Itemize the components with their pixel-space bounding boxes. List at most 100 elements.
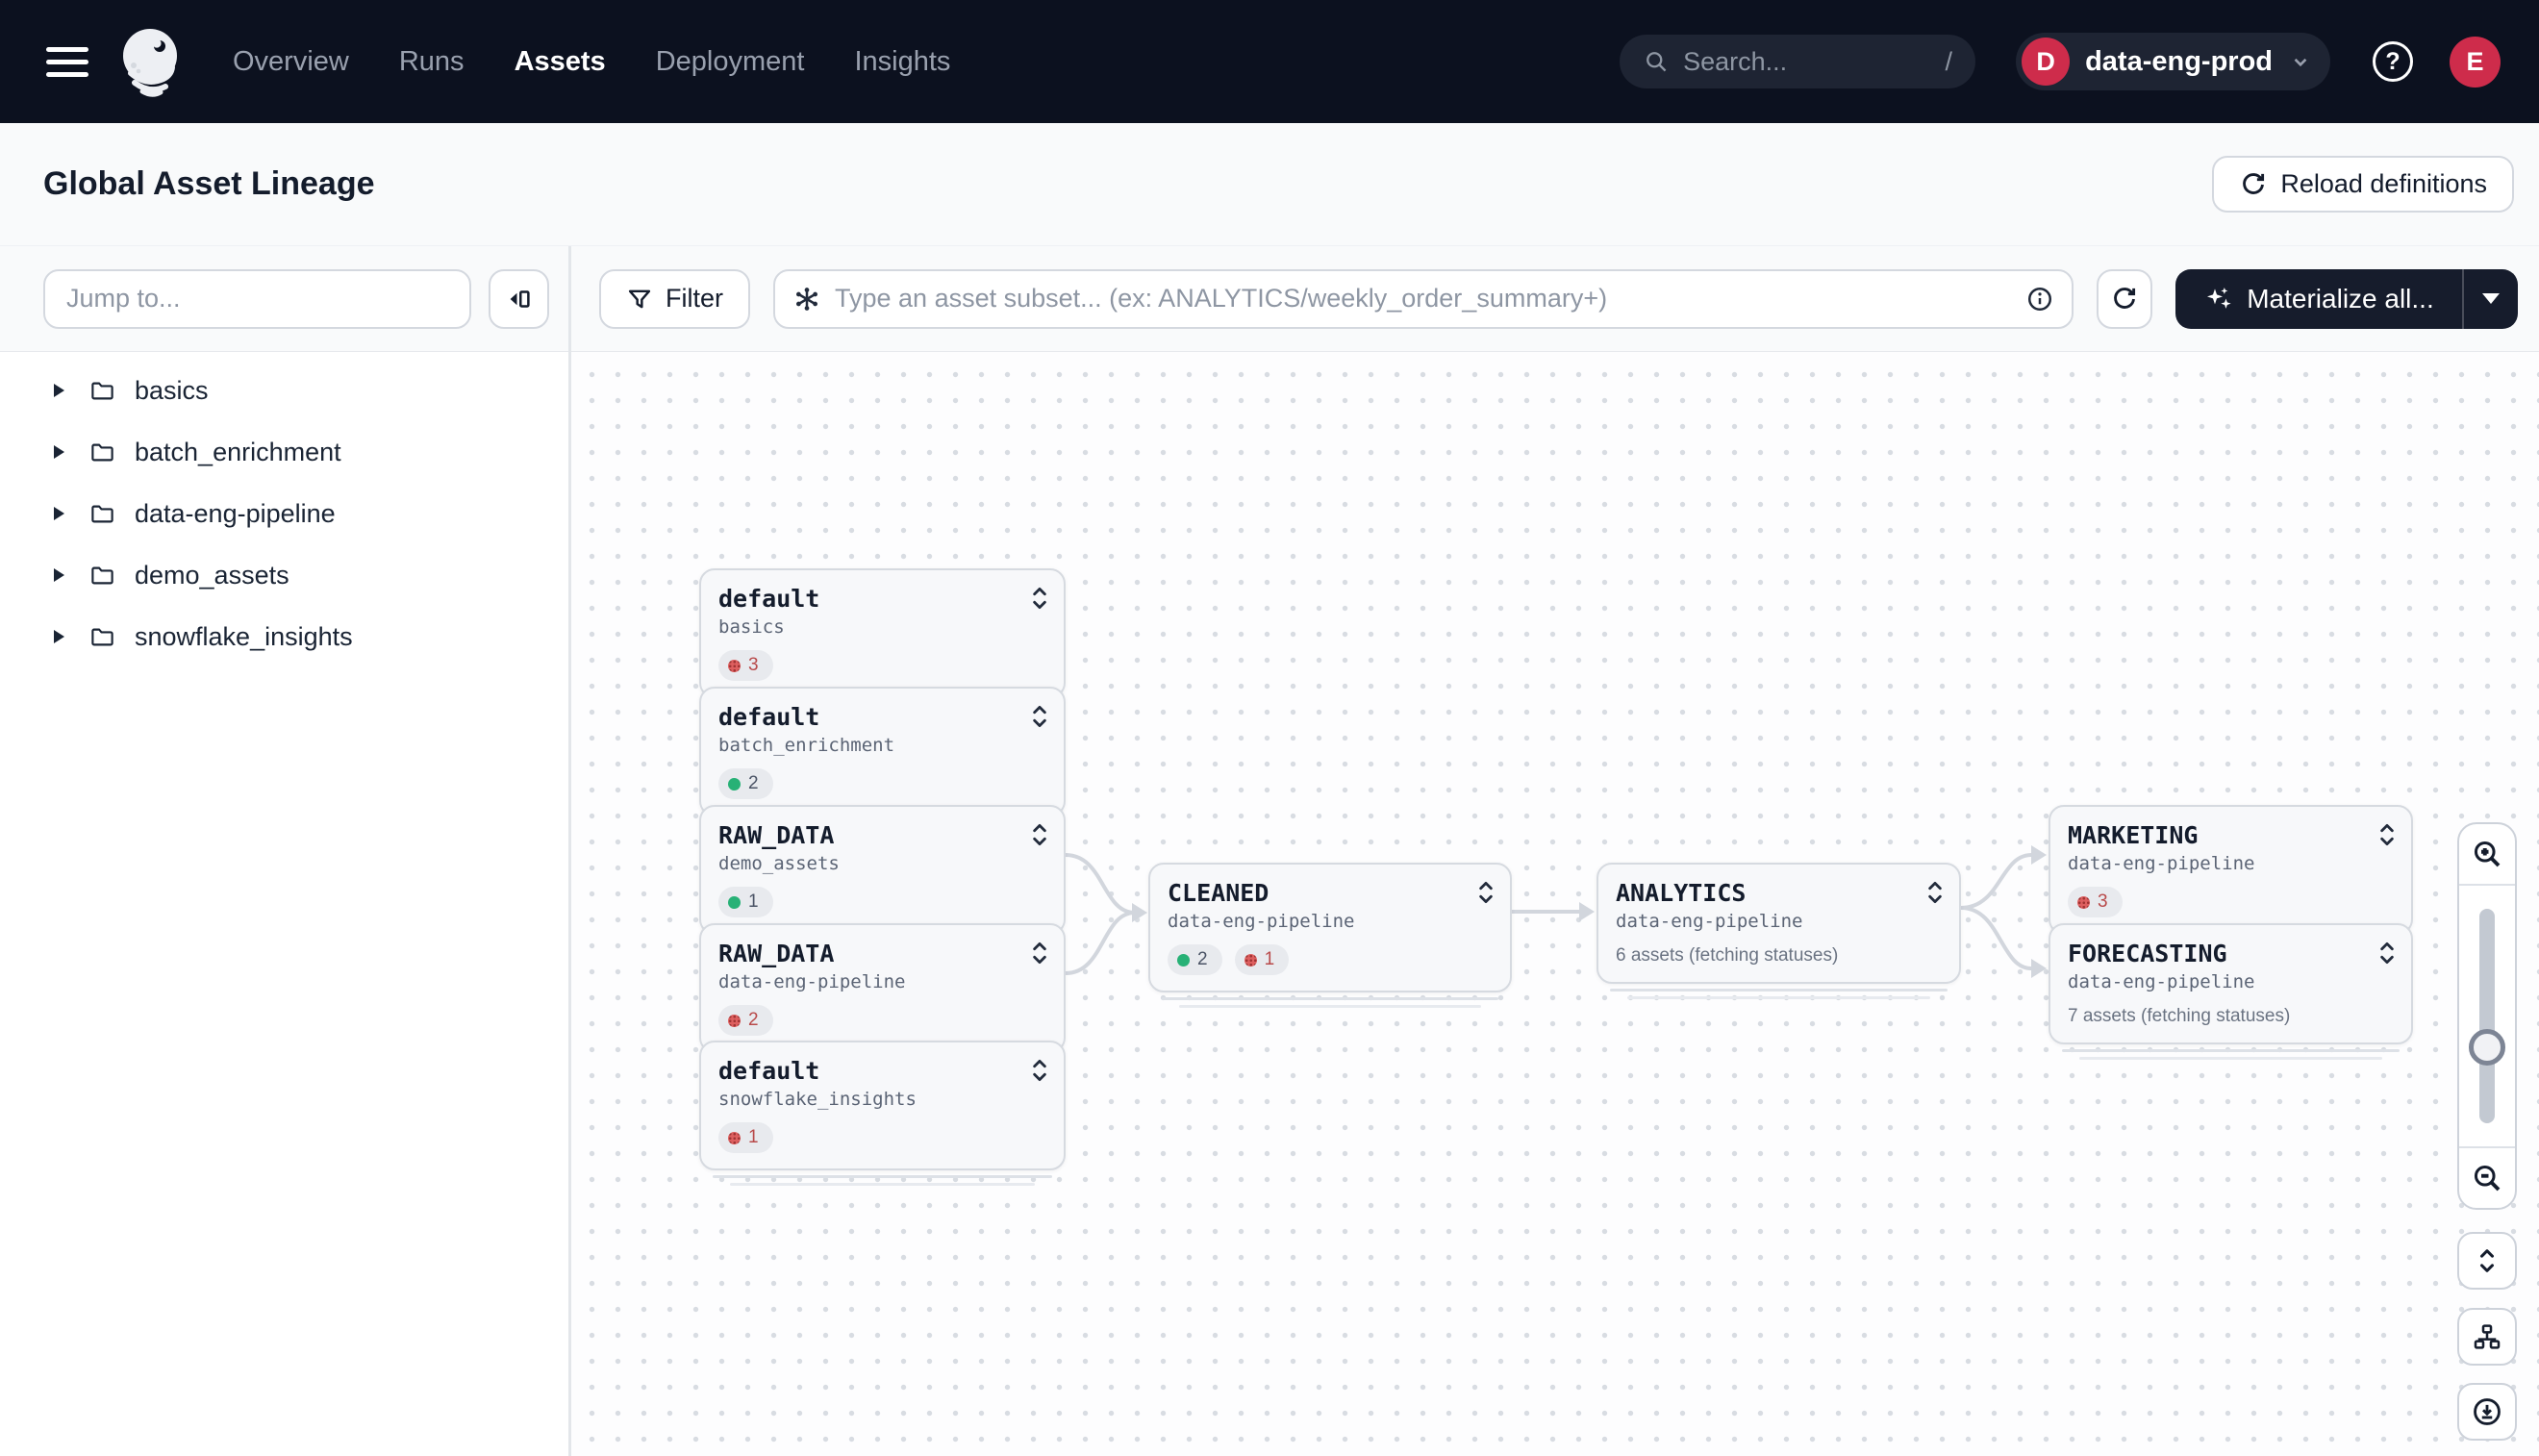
help-glyph: ? [2385, 47, 2401, 75]
asset-group-node-default-basics[interactable]: default basics 3 [699, 568, 1066, 714]
reload-definitions-button[interactable]: Reload definitions [2212, 156, 2514, 213]
download-image-button[interactable] [2457, 1383, 2517, 1441]
top-nav-bar: Overview Runs Assets Deployment Insights… [0, 0, 2539, 123]
info-icon[interactable] [2025, 285, 2054, 314]
sidebar-item-batch-enrichment[interactable]: batch_enrichment [0, 421, 568, 483]
caret-right-icon[interactable] [54, 630, 64, 643]
nav-overview[interactable]: Overview [233, 45, 349, 77]
edge-analytics-to-forecasting [1960, 906, 2032, 970]
asset-group-node-forecasting[interactable]: FORECASTING data-eng-pipeline 7 assets (… [2049, 923, 2413, 1060]
tree-item-label: demo_assets [135, 560, 289, 590]
node-subtitle: snowflake_insights [718, 1089, 917, 1110]
unfold-icon[interactable] [2375, 939, 2400, 972]
zoom-out-icon [2474, 1165, 2501, 1192]
lineage-canvas: Filter Type an asset subset... (ex: A [571, 246, 2539, 1456]
node-subtitle: data-eng-pipeline [1168, 911, 1355, 932]
node-title: default [718, 703, 820, 731]
unfold-icon[interactable] [1027, 702, 1052, 736]
jump-to-input[interactable] [43, 268, 471, 329]
sparkles-icon [2207, 287, 2231, 309]
unfold-icon[interactable] [1027, 939, 1052, 972]
zoom-slider[interactable] [2459, 886, 2515, 1146]
refresh-graph-button[interactable] [2097, 268, 2152, 329]
materialized-dot-icon [728, 777, 741, 791]
hamburger-menu-icon[interactable] [46, 46, 88, 77]
nav-deployment[interactable]: Deployment [655, 45, 805, 77]
badge-count: 1 [748, 891, 759, 912]
node-subtitle: basics [718, 616, 785, 638]
status-badge: 3 [2068, 887, 2123, 917]
unfold-icon[interactable] [1027, 820, 1052, 854]
lineage-graph[interactable]: default basics 3 default batch_enrichmen… [571, 352, 2539, 1456]
status-badges: 3 [718, 650, 1046, 681]
node-subtitle: demo_assets [718, 853, 840, 874]
lineage-edges [1065, 845, 2047, 978]
tree-item-label: batch_enrichment [135, 437, 341, 466]
filter-funnel-icon [628, 289, 651, 308]
node-subtitle: data-eng-pipeline [2068, 853, 2255, 874]
filter-label: Filter [666, 284, 723, 313]
collapse-sidebar-button[interactable] [489, 268, 549, 329]
sidebar-item-data-eng-pipeline[interactable]: data-eng-pipeline [0, 483, 568, 544]
status-badges: 2 [718, 1005, 1046, 1036]
deployment-switcher[interactable]: D data-eng-prod [2016, 33, 2330, 90]
unfold-icon[interactable] [1027, 1056, 1052, 1090]
sidebar-item-demo-assets[interactable]: demo_assets [0, 544, 568, 606]
unfold-icon[interactable] [1923, 878, 1948, 912]
asset-selection-icon [796, 287, 817, 311]
zoom-slider-thumb[interactable] [2469, 1029, 2505, 1067]
zoom-in-button[interactable] [2459, 824, 2515, 886]
nav-insights[interactable]: Insights [854, 45, 951, 77]
badge-count: 1 [748, 1127, 759, 1147]
status-badges: 2 1 [1168, 944, 1493, 975]
status-badges: 2 [718, 768, 1046, 799]
caret-right-icon[interactable] [54, 445, 64, 459]
search-icon [1647, 52, 1667, 72]
filter-button[interactable]: Filter [599, 268, 750, 329]
badge-count: 2 [1197, 949, 1208, 969]
materialize-options-button[interactable] [2464, 269, 2518, 329]
button-divider [2462, 268, 2464, 329]
materialize-all-main[interactable]: Materialize all... [2175, 269, 2462, 329]
global-search-input[interactable]: Search... / [1620, 35, 1976, 88]
expand-collapse-all-button[interactable] [2457, 1232, 2517, 1290]
help-icon[interactable]: ? [2373, 41, 2413, 82]
unfold-icon[interactable] [2375, 820, 2400, 854]
nav-runs[interactable]: Runs [398, 45, 465, 77]
asset-group-node-marketing[interactable]: MARKETING data-eng-pipeline 3 [2049, 805, 2413, 950]
caret-right-icon[interactable] [54, 568, 64, 582]
edge-raw-data-to-cleaned [1065, 911, 1136, 975]
zoom-out-button[interactable] [2459, 1146, 2515, 1208]
failed-dot-icon [2077, 895, 2090, 909]
asset-group-node-default-snowflake-insights[interactable]: default snowflake_insights 1 [699, 1041, 1066, 1186]
failed-dot-icon [728, 659, 741, 672]
unfold-icon[interactable] [1027, 584, 1052, 617]
unfold-icon[interactable] [1473, 878, 1498, 912]
zoom-slider-track[interactable] [2479, 909, 2495, 1123]
asset-group-node-raw-data-pipeline[interactable]: RAW_DATA data-eng-pipeline 2 [699, 923, 1066, 1068]
sidebar-item-snowflake-insights[interactable]: snowflake_insights [0, 606, 568, 667]
asset-group-node-raw-data-demo-assets[interactable]: RAW_DATA demo_assets 1 [699, 805, 1066, 950]
caret-right-icon[interactable] [54, 507, 64, 520]
primary-nav: Overview Runs Assets Deployment Insights [233, 46, 950, 78]
asset-group-node-cleaned[interactable]: CLEANED data-eng-pipeline 2 1 [1148, 863, 1512, 1008]
asset-group-tree: basics batch_enrichment data-eng-pipelin… [0, 352, 568, 667]
badge-count: 3 [748, 655, 759, 675]
caret-right-icon[interactable] [54, 384, 64, 397]
layout-direction-button[interactable] [2457, 1308, 2517, 1366]
user-avatar[interactable]: E [2450, 36, 2501, 88]
folder-icon [91, 628, 113, 645]
asset-subset-placeholder: Type an asset subset... (ex: ANALYTICS/w… [835, 284, 1608, 313]
asset-group-node-default-batch-enrichment[interactable]: default batch_enrichment 2 [699, 687, 1066, 832]
nav-assets[interactable]: Assets [514, 45, 606, 77]
status-badge: 1 [718, 1122, 773, 1153]
asset-group-node-analytics[interactable]: ANALYTICS data-eng-pipeline 6 assets (fe… [1596, 863, 1961, 999]
dagster-logo [123, 29, 177, 97]
refresh-icon [2114, 287, 2136, 309]
asset-subset-input[interactable]: Type an asset subset... (ex: ANALYTICS/w… [773, 268, 2074, 329]
node-subtitle: data-eng-pipeline [2068, 971, 2255, 992]
materialized-dot-icon [728, 895, 741, 909]
materialized-dot-icon [1177, 953, 1190, 966]
sidebar-item-basics[interactable]: basics [0, 360, 568, 421]
